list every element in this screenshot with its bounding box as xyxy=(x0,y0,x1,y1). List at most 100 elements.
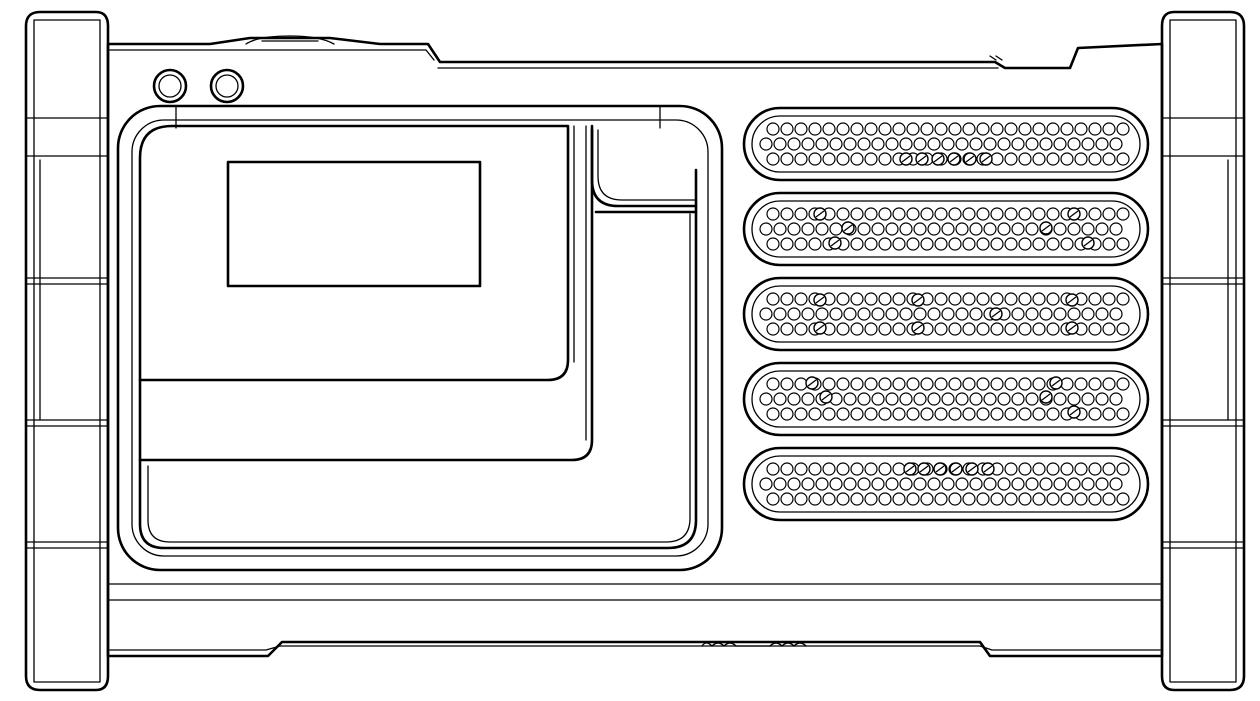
grille-hole xyxy=(780,322,794,336)
screw-head xyxy=(805,376,819,390)
grille-hole xyxy=(1102,462,1116,476)
grille-hole xyxy=(1004,377,1018,391)
grille-hole xyxy=(899,137,913,151)
grille-hole xyxy=(864,407,878,421)
grille-hole xyxy=(976,292,990,306)
grille-hole xyxy=(794,237,808,251)
speaker-grille xyxy=(742,276,1150,352)
grille-hole xyxy=(1116,122,1130,136)
grille-hole xyxy=(962,122,976,136)
grille-hole xyxy=(948,122,962,136)
grille-hole xyxy=(969,307,983,321)
grille-hole xyxy=(1109,307,1123,321)
grille-hole xyxy=(759,477,773,491)
grille-hole xyxy=(920,492,934,506)
grille-hole xyxy=(1046,207,1060,221)
grille-hole xyxy=(1025,307,1039,321)
grille-hole xyxy=(1025,137,1039,151)
grille-hole xyxy=(1004,407,1018,421)
grille-hole xyxy=(1067,477,1081,491)
grille-hole xyxy=(787,137,801,151)
grille-hole xyxy=(1018,237,1032,251)
screw-head xyxy=(899,152,913,166)
grille-hole xyxy=(864,462,878,476)
grille-hole xyxy=(969,222,983,236)
grille-hole xyxy=(843,392,857,406)
grille-hole xyxy=(1088,377,1102,391)
grille-hole xyxy=(801,137,815,151)
grille-hole xyxy=(843,137,857,151)
screw-head xyxy=(1067,207,1081,221)
grille-hole xyxy=(899,477,913,491)
grille-hole xyxy=(1081,137,1095,151)
grille-hole xyxy=(1032,207,1046,221)
grille-hole xyxy=(962,292,976,306)
grille-hole xyxy=(913,307,927,321)
grille-hole xyxy=(850,322,864,336)
grille-hole xyxy=(948,377,962,391)
grille-hole xyxy=(822,377,836,391)
grille-hole xyxy=(1081,477,1095,491)
grille-hole xyxy=(801,392,815,406)
grille-hole xyxy=(850,237,864,251)
grille-hole xyxy=(836,407,850,421)
grille-hole xyxy=(1102,492,1116,506)
grille-hole xyxy=(885,137,899,151)
grille-hole xyxy=(969,137,983,151)
grille-hole xyxy=(822,462,836,476)
grille-hole xyxy=(1004,152,1018,166)
grille-hole xyxy=(836,462,850,476)
grille-hole xyxy=(1032,322,1046,336)
grille-hole xyxy=(878,492,892,506)
grille-hole xyxy=(1046,237,1060,251)
grille-hole xyxy=(843,477,857,491)
screw-head xyxy=(979,152,993,166)
grille-hole xyxy=(941,477,955,491)
grille-hole xyxy=(1025,222,1039,236)
grille-hole xyxy=(857,137,871,151)
grille-hole xyxy=(766,152,780,166)
grille-hole xyxy=(962,322,976,336)
grille-hole xyxy=(892,122,906,136)
grille-hole xyxy=(773,477,787,491)
grille-hole xyxy=(780,292,794,306)
grille-hole xyxy=(780,207,794,221)
grille-hole xyxy=(1109,137,1123,151)
grille-hole xyxy=(1088,292,1102,306)
grille-hole xyxy=(1102,292,1116,306)
speaker-grille xyxy=(742,106,1150,182)
grille-hole xyxy=(780,492,794,506)
grille-hole xyxy=(1088,462,1102,476)
grille-hole xyxy=(941,137,955,151)
screw-head xyxy=(911,321,925,335)
grille-hole xyxy=(808,152,822,166)
grille-hole xyxy=(1116,152,1130,166)
grille-hole xyxy=(892,322,906,336)
grille-hole xyxy=(955,392,969,406)
speaker-grille xyxy=(742,361,1150,437)
grille-hole xyxy=(1011,307,1025,321)
grille-hole xyxy=(766,207,780,221)
grille-hole xyxy=(976,377,990,391)
screw-head xyxy=(933,462,947,476)
grille-hole xyxy=(906,207,920,221)
screw-head xyxy=(1065,321,1079,335)
grille-hole xyxy=(808,492,822,506)
grille-hole xyxy=(1074,122,1088,136)
grille-hole xyxy=(1116,492,1130,506)
grille-hole xyxy=(920,237,934,251)
screw-head xyxy=(947,152,961,166)
grille-hole xyxy=(1032,462,1046,476)
grille-hole xyxy=(1004,462,1018,476)
grille-hole xyxy=(794,377,808,391)
grille-hole xyxy=(808,462,822,476)
grille-hole xyxy=(1067,307,1081,321)
grille-hole xyxy=(913,222,927,236)
grille-hole xyxy=(1088,207,1102,221)
screw-head xyxy=(931,152,945,166)
grille-hole xyxy=(1095,392,1109,406)
screw-head xyxy=(1049,376,1063,390)
grille-hole xyxy=(1088,492,1102,506)
grille-hole xyxy=(836,492,850,506)
grille-hole xyxy=(787,392,801,406)
